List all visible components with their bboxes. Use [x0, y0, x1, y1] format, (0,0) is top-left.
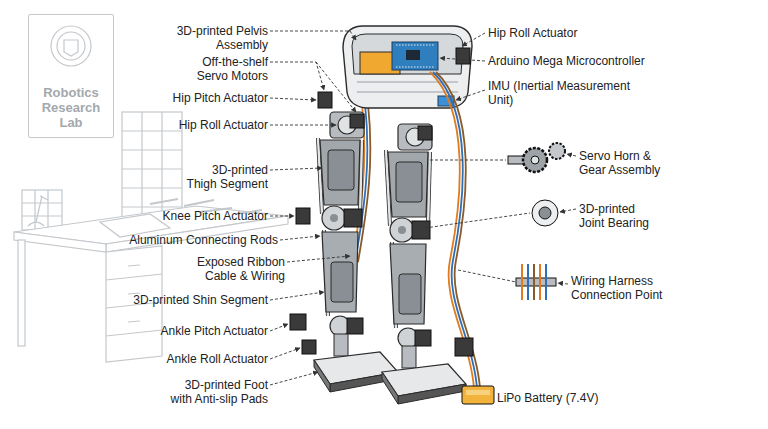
- leader-line: [270, 216, 294, 217]
- desk-edge: [14, 232, 106, 252]
- leader-line: [560, 209, 576, 212]
- leader-line: [270, 98, 316, 100]
- leader-line: [270, 348, 300, 359]
- part-label: 3D-printed Shin Segment: [108, 293, 268, 307]
- leader-line: [462, 33, 485, 46]
- arduino-board: [392, 42, 438, 70]
- exploded-parts: [290, 92, 565, 404]
- ankle-pitch-actuator: [290, 314, 306, 330]
- wire: [436, 72, 480, 388]
- part-label: Hip Roll Actuator: [488, 26, 638, 40]
- lab-sign: Robotics Research Lab: [28, 14, 114, 138]
- ankle-roll-actuator: [302, 340, 316, 354]
- small-drawer-box: [22, 190, 62, 230]
- leader-line: [270, 168, 322, 170]
- wire: [521, 264, 523, 300]
- battery-label: [466, 390, 490, 395]
- part-label: Hip Roll Actuator: [138, 118, 268, 132]
- hip-pitch-actuator: [318, 92, 332, 108]
- explode-line: [458, 270, 516, 282]
- wire: [533, 264, 535, 300]
- hip-roll-servo: [456, 48, 470, 64]
- part-label: 3D-printed Joint Bearing: [579, 202, 657, 230]
- lab-sketch: [14, 26, 288, 362]
- university-seal: [64, 40, 78, 56]
- part-label: Arduino Mega Microcontroller: [488, 54, 688, 68]
- leader-line: [567, 154, 576, 156]
- pin-headers: [396, 45, 434, 67]
- university-seal: [51, 26, 91, 66]
- leader-line: [280, 236, 320, 240]
- leader-line: [270, 372, 318, 385]
- joint-bearing: [532, 200, 558, 226]
- explode-line: [430, 160, 506, 161]
- gear-hub: [531, 156, 539, 164]
- gear: [523, 148, 547, 172]
- part-label: LiPo Battery (7.4V): [497, 391, 617, 405]
- university-seal: [57, 32, 85, 60]
- part-label: Hip Pitch Actuator: [138, 91, 268, 105]
- leader-line: [316, 62, 356, 112]
- lipo-battery: [462, 386, 494, 404]
- part-label: Servo Horn & Gear Assembly: [579, 149, 667, 177]
- part-label: 3D-printed Foot with Anti-slip Pads: [165, 378, 268, 406]
- leader-line: [270, 125, 336, 126]
- part-label: Aluminum Connecting Rods: [108, 233, 278, 247]
- bearing-bore: [539, 207, 551, 219]
- leader-line: [440, 58, 485, 61]
- leader-line: [270, 31, 356, 40]
- wire: [545, 264, 547, 300]
- knee-pitch-actuator: [296, 208, 310, 224]
- leader-line: [558, 283, 568, 284]
- sign-text: Robotics Research Lab: [29, 85, 113, 130]
- pelvis-cavity: [352, 34, 463, 74]
- part-label: 3D-printed Pelvis Assembly: [170, 24, 268, 52]
- servo-horn: [549, 143, 565, 159]
- leader-line: [270, 324, 288, 331]
- part-label: IMU (Inertial Measurement Unit): [488, 79, 648, 107]
- wiring-harness: [430, 72, 480, 388]
- leader-line: [270, 62, 324, 90]
- desk-leg: [18, 240, 25, 346]
- wire: [430, 72, 474, 388]
- explode-line: [425, 213, 530, 228]
- wire: [527, 264, 529, 300]
- wire: [539, 264, 541, 300]
- soldering-station: [28, 196, 48, 226]
- part-label: Ankle Pitch Actuator: [128, 324, 268, 338]
- part-label: Ankle Roll Actuator: [128, 352, 268, 366]
- part-label: Wiring Harness Connection Point: [571, 274, 667, 302]
- leader-line: [456, 90, 485, 100]
- ankle-roll-actuator: [455, 338, 473, 356]
- part-label: Knee Pitch Actuator: [128, 209, 268, 223]
- part-label: 3D-printed Thigh Segment: [183, 163, 268, 191]
- leader-line: [287, 256, 350, 262]
- part-label: Exposed Ribbon Cable & Wiring: [190, 255, 285, 283]
- part-label: Off-the-shelf Servo Motors: [188, 55, 268, 83]
- right-leg: [382, 124, 466, 404]
- chip: [406, 50, 420, 60]
- wire: [433, 72, 477, 388]
- leader-line: [270, 292, 324, 300]
- small-drawers: [22, 190, 62, 230]
